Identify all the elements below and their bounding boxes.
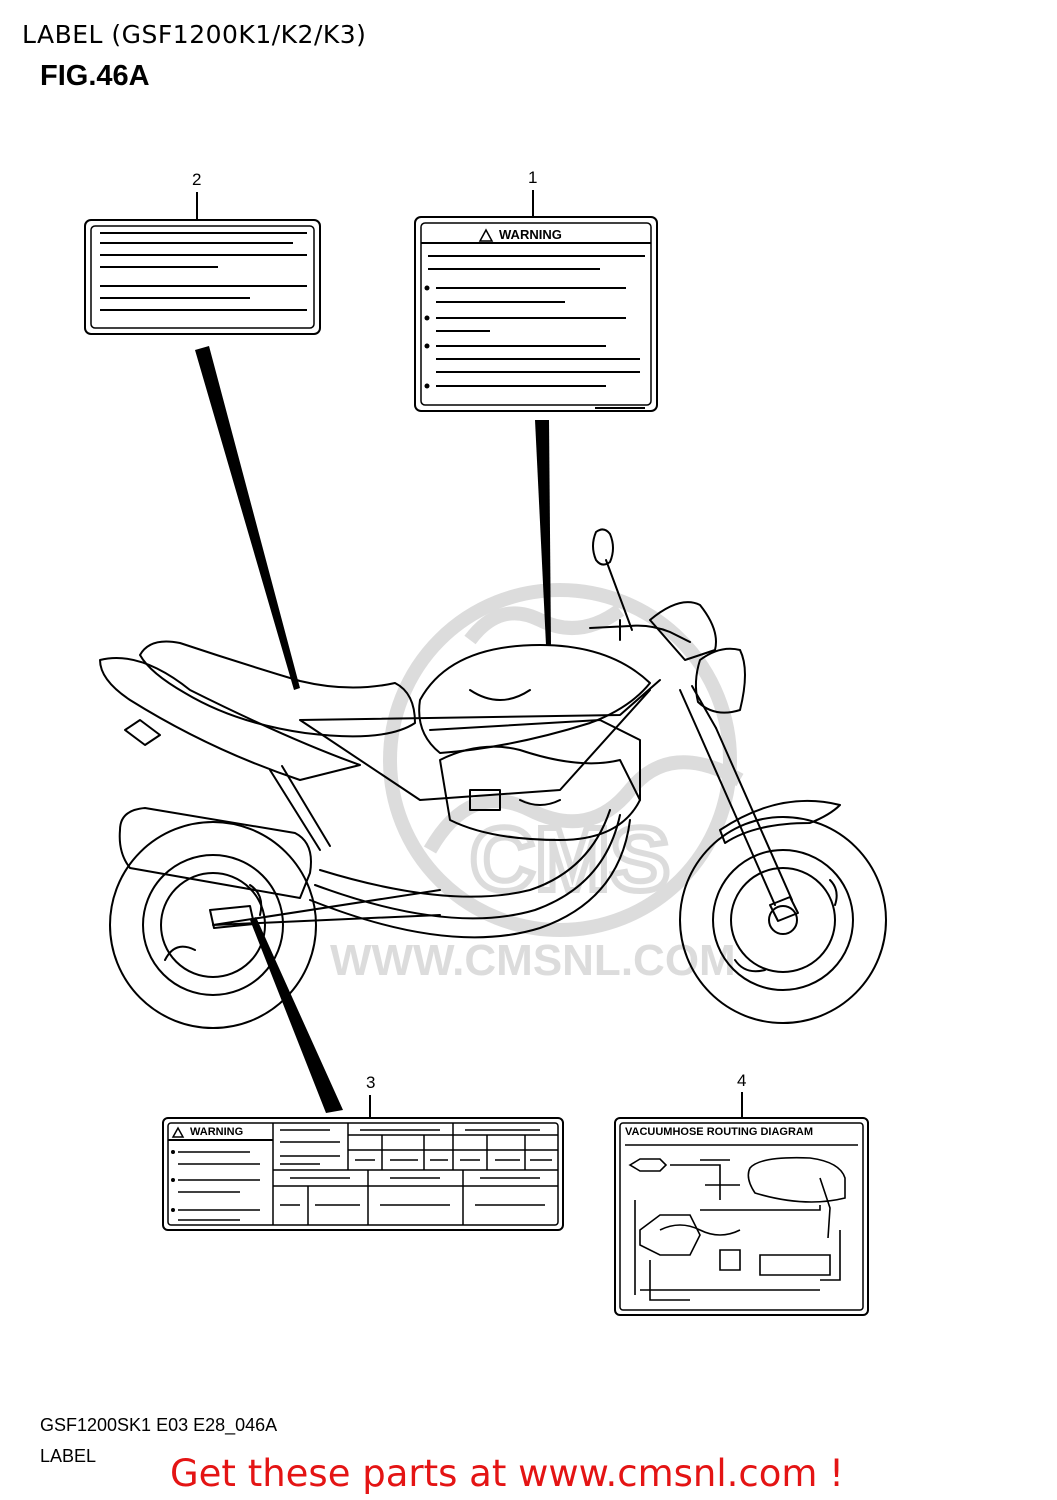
figure-number: FIG.46A bbox=[40, 60, 150, 92]
diagram-code: GSF1200SK1 E03 E28_046A bbox=[40, 1415, 278, 1435]
callout-4-number: 4 bbox=[737, 1071, 747, 1090]
label-4-heading: VACUUMHOSE ROUTING DIAGRAM bbox=[625, 1126, 814, 1138]
label-3-warning-table[interactable] bbox=[162, 1095, 564, 1231]
cta-link[interactable]: Get these parts at www.cmsnl.com ! bbox=[170, 1452, 845, 1495]
callout-3-number: 3 bbox=[366, 1073, 376, 1092]
label-2-plain[interactable] bbox=[84, 192, 321, 335]
label-1-warning[interactable] bbox=[414, 190, 658, 412]
label-3-heading: WARNING bbox=[190, 1126, 244, 1138]
svg-text:WWW.CMSNL.COM: WWW.CMSNL.COM bbox=[330, 936, 736, 985]
diagram-caption: LABEL bbox=[40, 1446, 97, 1466]
label-1-heading: WARNING bbox=[499, 227, 562, 242]
callout-1-number: 1 bbox=[528, 168, 538, 187]
leader-arrows bbox=[195, 346, 551, 1113]
motorcycle-outline bbox=[99, 528, 887, 1029]
label-4-vacuum-diagram[interactable] bbox=[614, 1092, 869, 1316]
callout-2-number: 2 bbox=[192, 170, 202, 189]
page-title: LABEL (GSF1200K1/K2/K3) bbox=[22, 20, 367, 49]
